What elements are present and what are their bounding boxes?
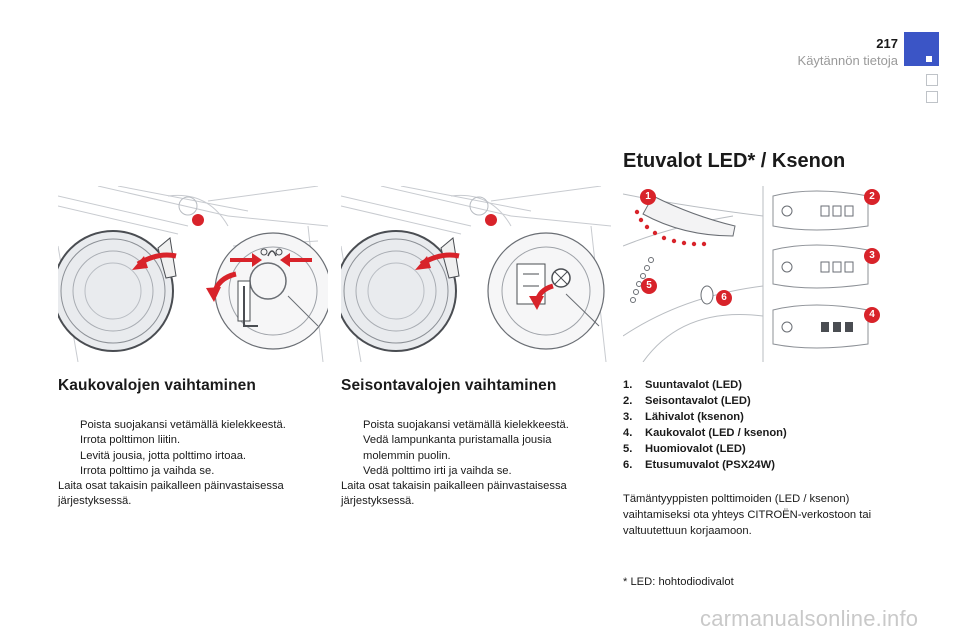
reassembly-note: Laita osat takaisin paikalleen päinvasta… — [58, 480, 284, 508]
front-lights-heading: Etuvalot LED* / Ksenon — [623, 150, 846, 172]
side-light-heading: Seisontavalojen vaihtaminen — [341, 377, 557, 394]
legend-item: 5.Huomiovalot (LED) — [623, 443, 746, 455]
page-number: 217 — [876, 36, 898, 51]
section-tab-active — [904, 32, 939, 66]
instruction-step: Vedä lampunkanta puristamalla jousia mol… — [363, 434, 552, 462]
high-beam-illustration — [58, 186, 328, 362]
side-light-instructions: Poista suojakansi vetämällä kielekkeestä… — [341, 418, 609, 510]
section-title: Käytännön tietoja — [797, 53, 898, 68]
watermark: carmanualsonline.info — [700, 606, 919, 631]
instruction-step: Irrota polttimon liitin. — [80, 434, 181, 447]
legend-item: 2.Seisontavalot (LED) — [623, 395, 751, 407]
callout-badge-4: 4 — [864, 307, 880, 323]
section-tab-empty-1 — [926, 74, 938, 86]
footnote: * LED: hohtodiodivalot — [623, 576, 734, 588]
legend-item: 1.Suuntavalot (LED) — [623, 379, 742, 391]
legend-item: 6.Etusumuvalot (PSX24W) — [623, 459, 775, 471]
high-beam-instructions: Poista suojakansi vetämällä kielekkeestä… — [58, 418, 326, 510]
front-lights-illustration: 1 2 3 4 5 6 — [623, 186, 893, 362]
dealer-note: Tämäntyyppisten polttimoiden (LED / ksen… — [623, 493, 872, 537]
callout-badge-5: 5 — [641, 278, 657, 294]
callout-badge-2: 2 — [864, 189, 880, 205]
high-beam-heading: Kaukovalojen vaihtaminen — [58, 377, 256, 394]
instruction-step: Poista suojakansi vetämällä kielekkeestä… — [363, 419, 569, 431]
side-light-illustration — [341, 186, 611, 362]
instruction-step: Poista suojakansi vetämällä kielekkeestä… — [80, 419, 286, 431]
legend-item: 3.Lähivalot (ksenon) — [623, 411, 744, 423]
front-lights-legend: 1.Suuntavalot (LED) 2.Seisontavalot (LED… — [623, 377, 787, 473]
instruction-step: Irrota polttimo ja vaihda se. — [80, 464, 215, 477]
callout-badge-1: 1 — [640, 189, 656, 205]
reassembly-note: Laita osat takaisin paikalleen päinvasta… — [341, 480, 567, 508]
callout-badge-3: 3 — [864, 248, 880, 264]
instruction-step: Vedä polttimo irti ja vaihda se. — [363, 464, 512, 477]
callout-badge-6: 6 — [716, 290, 732, 306]
section-tab-dot — [926, 56, 932, 62]
legend-item: 4.Kaukovalot (LED / ksenon) — [623, 427, 787, 439]
instruction-step: Levitä jousia, jotta polttimo irtoaa. — [80, 449, 247, 462]
section-tab-empty-2 — [926, 91, 938, 103]
